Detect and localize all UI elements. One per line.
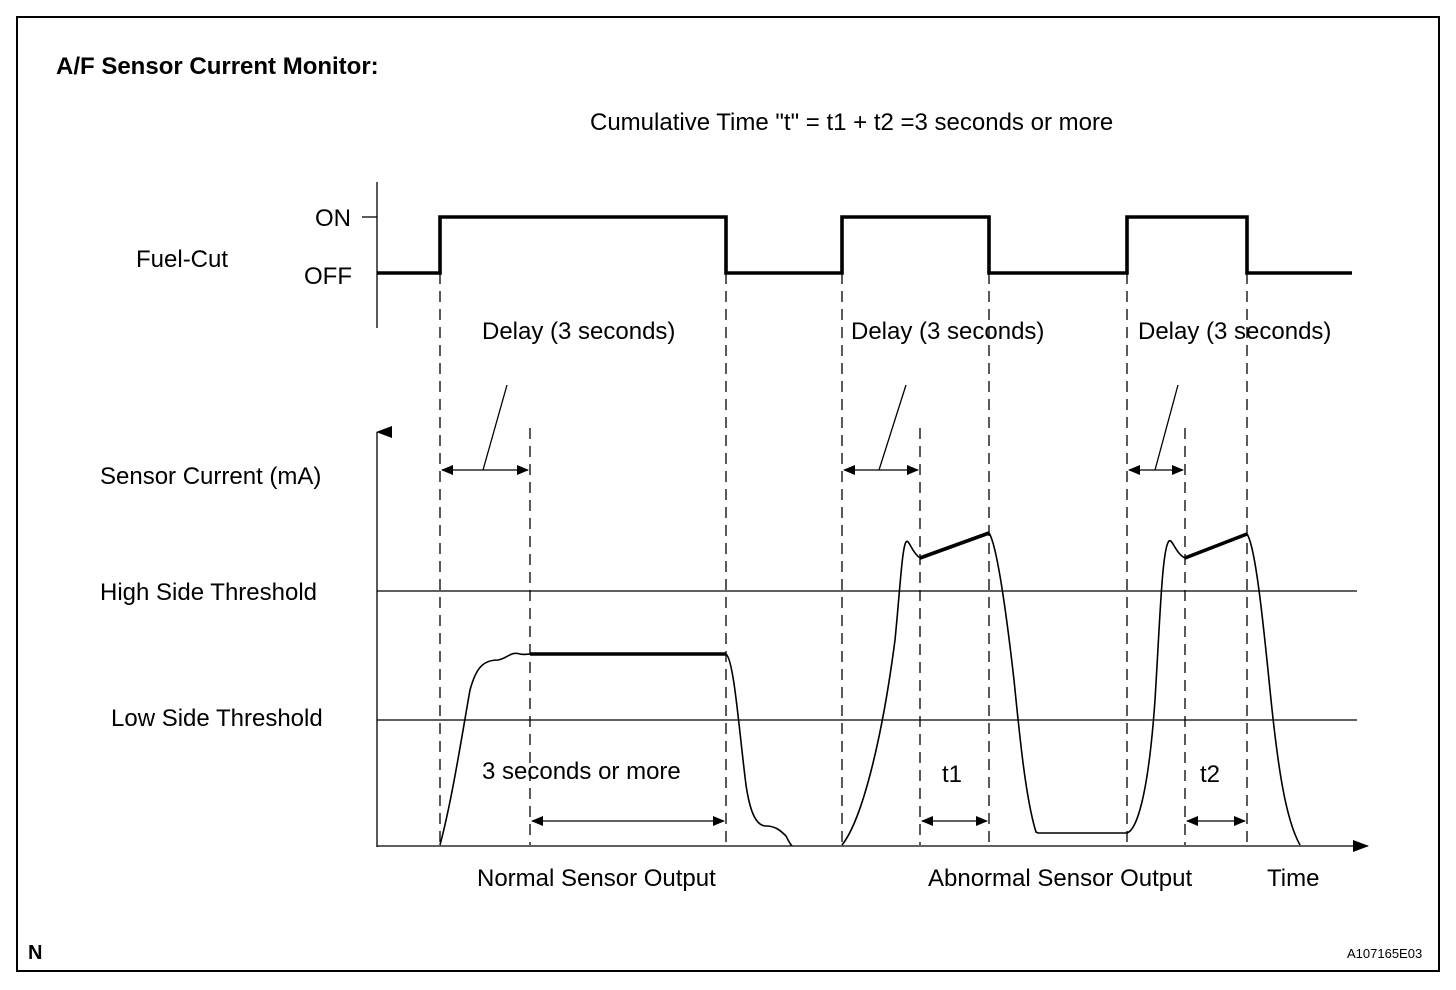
off-label: OFF bbox=[304, 263, 352, 290]
delay-indicators bbox=[441, 384, 1184, 475]
corner-mark: N bbox=[28, 942, 42, 964]
delay-label-2: Delay (3 seconds) bbox=[851, 318, 1044, 345]
low-threshold-label: Low Side Threshold bbox=[111, 705, 323, 732]
delay-label-1: Delay (3 seconds) bbox=[482, 318, 675, 345]
figure-code: A107165E03 bbox=[1347, 946, 1422, 961]
t2-label: t2 bbox=[1200, 761, 1220, 788]
on-label: ON bbox=[315, 205, 351, 232]
fuel-cut-waveform bbox=[377, 215, 1352, 275]
t1-label: t1 bbox=[942, 761, 962, 788]
delay-label-3: Delay (3 seconds) bbox=[1138, 318, 1331, 345]
fuel-cut-label: Fuel-Cut bbox=[136, 246, 228, 273]
figure-title: A/F Sensor Current Monitor: bbox=[56, 53, 379, 80]
normal-duration-label: 3 seconds or more bbox=[482, 758, 681, 785]
high-threshold-label: High Side Threshold bbox=[100, 579, 317, 606]
sensor-axis-label: Sensor Current (mA) bbox=[100, 463, 321, 490]
normal-output-label: Normal Sensor Output bbox=[477, 865, 716, 892]
figure-border bbox=[16, 16, 1440, 972]
cumulative-time-note: Cumulative Time "t" = t1 + t2 =3 seconds… bbox=[590, 109, 1113, 136]
abnormal-output-label: Abnormal Sensor Output bbox=[928, 865, 1192, 892]
dashed-guides bbox=[439, 273, 1248, 845]
time-axis-label: Time bbox=[1267, 865, 1319, 892]
sensor-current-curves bbox=[439, 531, 1301, 847]
